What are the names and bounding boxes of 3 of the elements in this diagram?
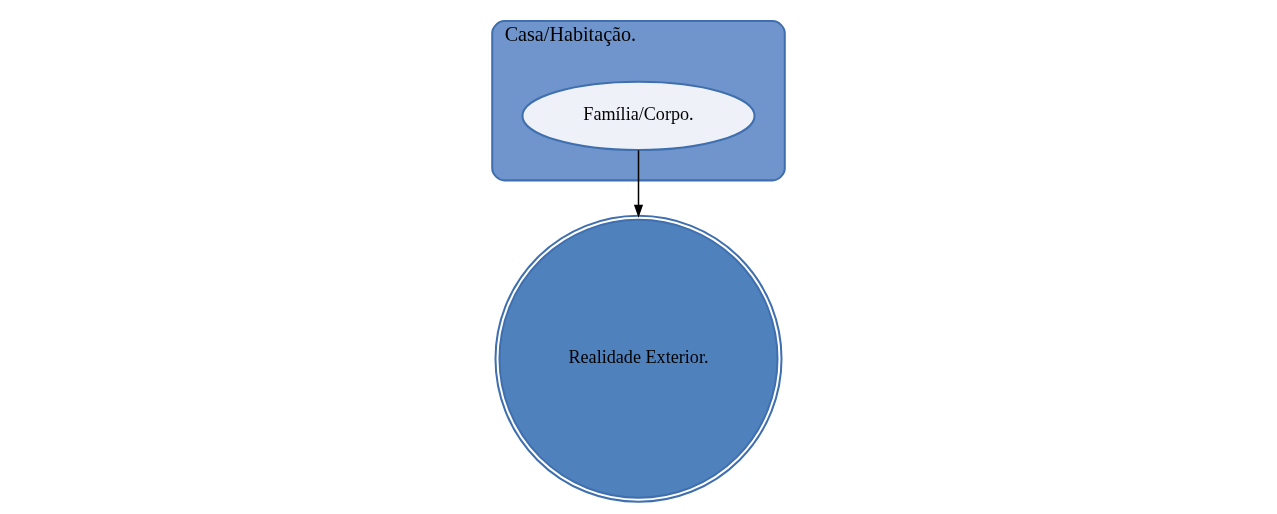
node-ellipse: Família/Corpo. (521, 80, 756, 151)
node-circle: Realidade Exterior. (494, 214, 783, 503)
arrow (633, 149, 644, 218)
